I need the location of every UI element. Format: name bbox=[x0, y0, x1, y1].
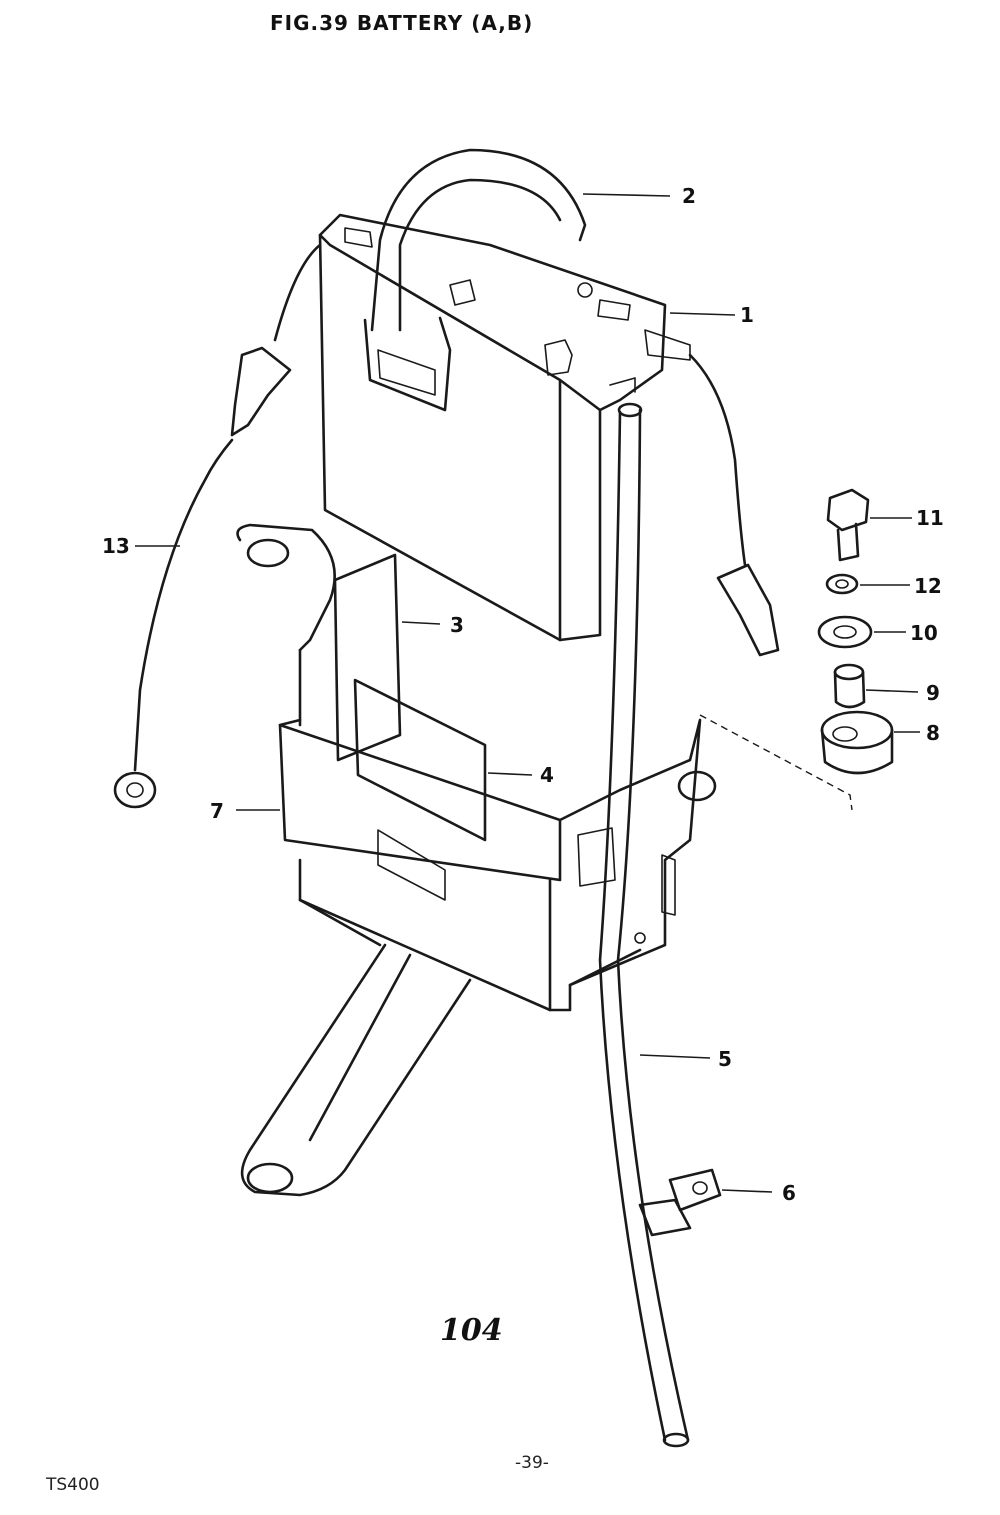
battery-case bbox=[236, 523, 717, 1012]
battery-lead-wire-negative bbox=[113, 243, 322, 809]
leader-lines bbox=[135, 193, 920, 1193]
callout-13: 13 bbox=[102, 534, 130, 558]
figure-stamp-number: 104 bbox=[440, 1313, 503, 1348]
bolt bbox=[826, 488, 870, 562]
breather-tube bbox=[577, 402, 690, 1448]
callout-11: 11 bbox=[916, 506, 944, 530]
callout-6: 6 bbox=[782, 1181, 796, 1205]
battery-bracket-stay bbox=[240, 943, 472, 1197]
rubber-cushion bbox=[820, 710, 894, 775]
battery bbox=[318, 213, 691, 642]
callout-4: 4 bbox=[540, 763, 554, 787]
battery-lead-wire-positive bbox=[688, 353, 780, 657]
footer-page-number: -39- bbox=[515, 1453, 549, 1473]
callout-1: 1 bbox=[740, 303, 754, 327]
figure-title: FIG.39 BATTERY (A,B) bbox=[270, 11, 533, 35]
battery-plate bbox=[333, 553, 402, 762]
callout-10: 10 bbox=[910, 621, 938, 645]
callout-5: 5 bbox=[718, 1047, 732, 1071]
tube-clamp bbox=[638, 1168, 722, 1237]
callout-7: 7 bbox=[210, 799, 224, 823]
washer bbox=[817, 615, 873, 649]
lock-washer bbox=[825, 573, 859, 595]
spacer-collar bbox=[833, 663, 866, 709]
callout-9: 9 bbox=[926, 681, 940, 705]
assembly-path-dashed bbox=[699, 714, 853, 811]
battery-strap bbox=[363, 148, 587, 412]
callout-2: 2 bbox=[682, 184, 696, 208]
callout-3: 3 bbox=[450, 613, 464, 637]
callout-12: 12 bbox=[914, 574, 942, 598]
footer-model: TS400 bbox=[45, 1475, 100, 1495]
battery-pad bbox=[353, 678, 487, 842]
callout-8: 8 bbox=[926, 721, 940, 745]
